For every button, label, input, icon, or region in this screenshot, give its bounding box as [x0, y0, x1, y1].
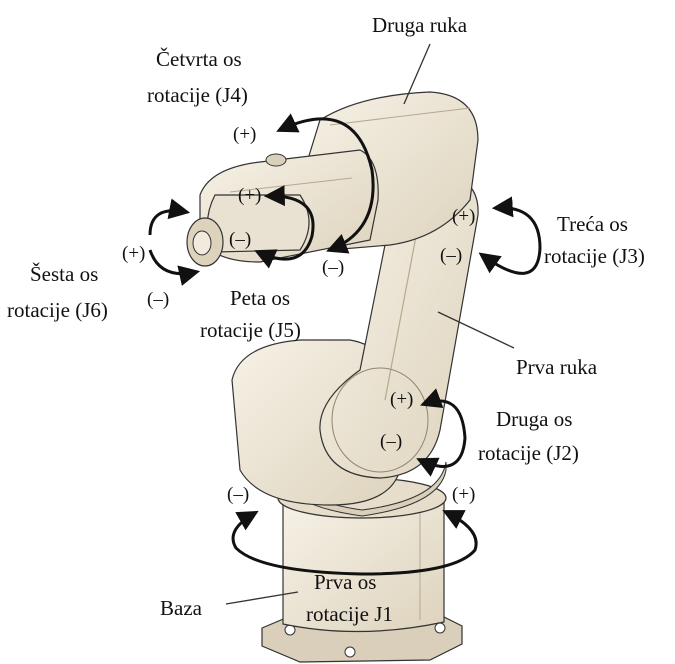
sign-j2-plus: (+): [390, 390, 413, 410]
sign-j6-plus: (+): [122, 244, 145, 264]
label-j6-line1: Šesta os: [30, 262, 98, 287]
sign-j5-minus: (–): [229, 230, 251, 250]
sign-j1-minus: (–): [227, 485, 249, 505]
sign-j4-plus: (+): [233, 125, 256, 145]
label-j5-line1: Peta os: [230, 286, 290, 311]
label-j5-line2: rotacije (J5): [200, 318, 301, 343]
sign-j2-minus: (–): [380, 432, 402, 452]
label-j2-line1: Druga os: [496, 407, 572, 432]
label-baza: Baza: [160, 596, 202, 621]
label-j6-line2: rotacije (J6): [7, 298, 108, 323]
sign-j3-plus: (+): [452, 207, 475, 227]
label-j3-line1: Treća os: [557, 212, 628, 237]
sign-j3-minus: (–): [440, 246, 462, 266]
label-j3-line2: rotacije (J3): [544, 244, 645, 269]
j3-rotation-arrow: [482, 208, 540, 274]
label-j1-line2: rotacije J1: [306, 602, 393, 627]
sign-j5-plus: (+): [238, 186, 261, 206]
label-j4-line1: Četvrta os: [156, 47, 242, 72]
label-prva-ruka: Prva ruka: [516, 355, 597, 380]
label-j1-line1: Prva os: [314, 570, 376, 595]
label-j4-line2: rotacije (J4): [147, 83, 248, 108]
label-druga-ruka: Druga ruka: [372, 13, 467, 38]
sign-j4-minus: (–): [322, 258, 344, 278]
label-j2-line2: rotacije (J2): [478, 441, 579, 466]
j6-rotation-arrow: [150, 211, 186, 235]
tool-flange: [187, 218, 223, 266]
sign-j6-minus: (–): [147, 290, 169, 310]
sign-j1-plus: (+): [452, 485, 475, 505]
